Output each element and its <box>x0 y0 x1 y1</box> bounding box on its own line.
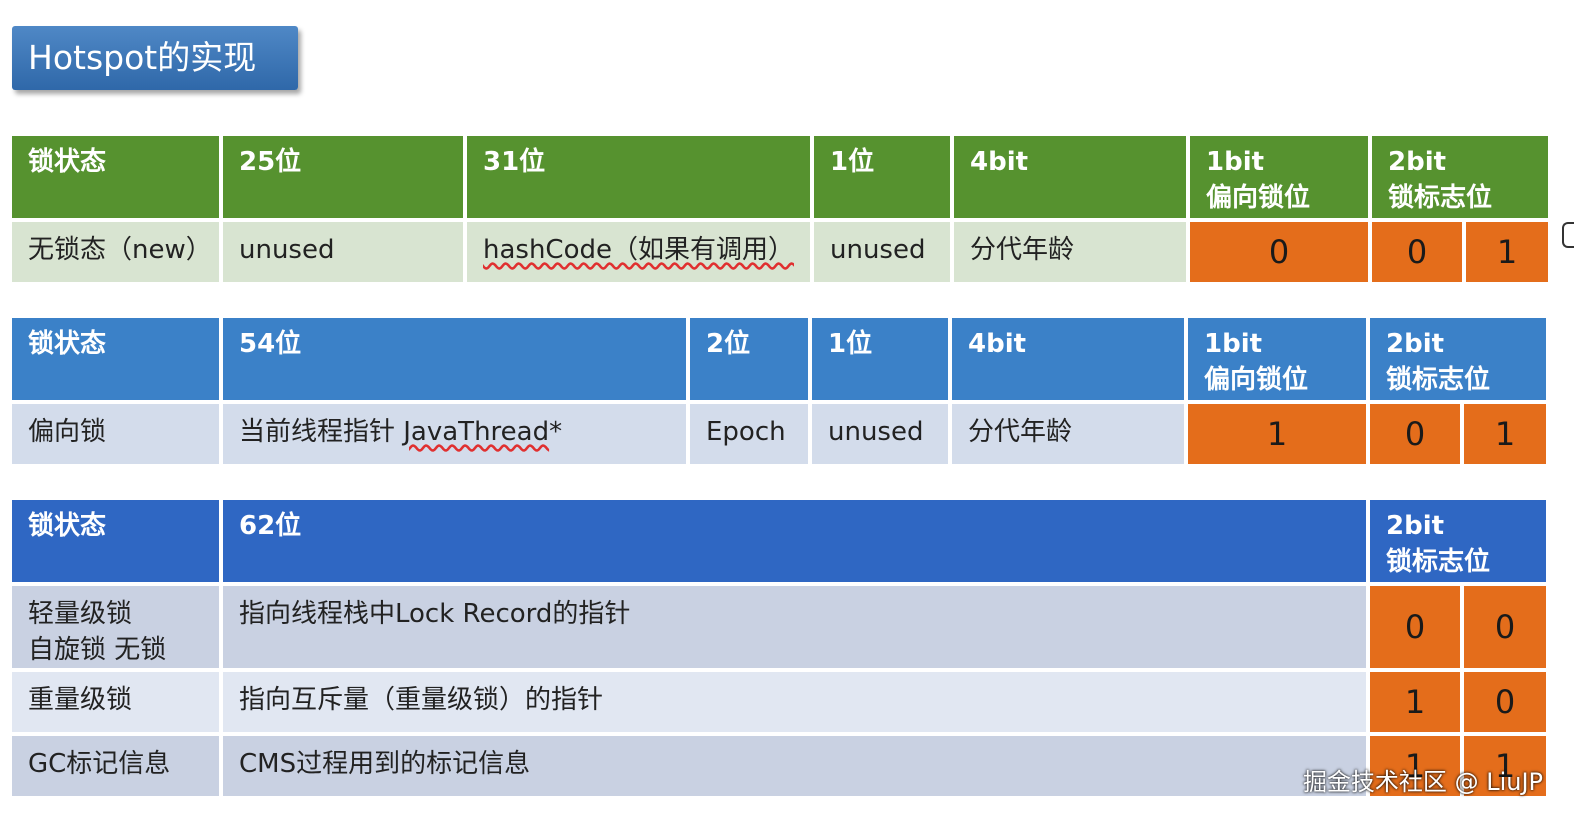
hashcode-text: hashCode（如果有调用） <box>483 235 794 265</box>
bit-flag-high: 0 <box>1370 404 1460 464</box>
cell-state-gc: GC标记信息 <box>12 736 219 796</box>
state-lightweight-line1: 轻量级锁 <box>28 599 133 629</box>
cell-unused-1: unused <box>814 222 950 282</box>
table-unlocked: 锁状态 25位 31位 1位 4bit 1bit 偏向锁位 2bit 锁标志位 … <box>12 136 1548 282</box>
header-lock-flag-size: 2bit <box>1386 329 1445 359</box>
bit-biased: 0 <box>1190 222 1368 282</box>
javathread-text: JavaThread <box>403 417 550 447</box>
header-4-bit: 4bit <box>954 136 1186 218</box>
cell-state-lightweight: 轻量级锁 自旋锁 无锁 <box>12 586 219 668</box>
bit-flag-high: 0 <box>1372 222 1462 282</box>
state-lightweight-line2: 自旋锁 无锁 <box>28 635 167 665</box>
header-biased-bit-label: 偏向锁位 <box>1206 183 1311 213</box>
bit-flag-high: 0 <box>1370 586 1460 668</box>
header-lock-flag-label: 锁标志位 <box>1386 547 1491 577</box>
bit-flag-high: 1 <box>1370 672 1460 732</box>
thread-pointer-prefix: 当前线程指针 <box>239 417 404 447</box>
header-1-bit: 1位 <box>814 136 950 218</box>
header-biased-bit-size: 1bit <box>1206 147 1265 177</box>
header-lock-flag-label: 锁标志位 <box>1386 365 1491 395</box>
bit-flag-low: 1 <box>1466 222 1548 282</box>
cell-gc-age: 分代年龄 <box>954 222 1186 282</box>
cell-unused-1: unused <box>812 404 948 464</box>
cell-desc-gc: CMS过程用到的标记信息 <box>223 736 1366 796</box>
cell-state-heavyweight: 重量级锁 <box>12 672 219 732</box>
watermark: 掘金技术社区 @ LiuJP <box>1302 768 1543 796</box>
header-lock-state: 锁状态 <box>12 318 219 400</box>
header-biased-bit: 1bit 偏向锁位 <box>1188 318 1366 400</box>
bit-flag-low: 0 <box>1464 586 1546 668</box>
header-62-bits: 62位 <box>223 500 1366 582</box>
header-31-bits: 31位 <box>467 136 810 218</box>
header-4-bit: 4bit <box>952 318 1184 400</box>
table-biased: 锁状态 54位 2位 1位 4bit 1bit 偏向锁位 2bit 锁标志位 偏… <box>12 318 1546 464</box>
header-biased-bit-size: 1bit <box>1204 329 1263 359</box>
cell-desc-heavyweight: 指向互斥量（重量级锁）的指针 <box>223 672 1366 732</box>
cell-state-biased: 偏向锁 <box>12 404 219 464</box>
table-lock-states: 锁状态 62位 2bit 锁标志位 轻量级锁 自旋锁 无锁 指向线程栈中Lock… <box>12 500 1546 796</box>
bit-biased: 1 <box>1188 404 1366 464</box>
bit-flag-low: 0 <box>1464 672 1546 732</box>
cell-desc-lightweight: 指向线程栈中Lock Record的指针 <box>223 586 1366 668</box>
header-lock-flag: 2bit 锁标志位 <box>1370 500 1546 582</box>
header-lock-flag-label: 锁标志位 <box>1388 183 1493 213</box>
pointer-star: * <box>549 417 563 447</box>
header-lock-flag-size: 2bit <box>1386 511 1445 541</box>
header-lock-flag-size: 2bit <box>1388 147 1447 177</box>
cell-thread-pointer: 当前线程指针 JavaThread* <box>223 404 686 464</box>
header-1-bit: 1位 <box>812 318 948 400</box>
bit-flag-high: 1 <box>1370 736 1460 796</box>
header-lock-state: 锁状态 <box>12 500 219 582</box>
header-lock-flag: 2bit 锁标志位 <box>1370 318 1546 400</box>
header-54-bits: 54位 <box>223 318 686 400</box>
cell-unused-25: unused <box>223 222 463 282</box>
slide-title: Hotspot的实现 <box>12 26 298 90</box>
header-biased-bit-label: 偏向锁位 <box>1204 365 1309 395</box>
cell-state-unlocked: 无锁态（new） <box>12 222 219 282</box>
bracket-icon <box>1562 222 1574 248</box>
header-biased-bit: 1bit 偏向锁位 <box>1190 136 1368 218</box>
cell-hashcode: hashCode（如果有调用） <box>467 222 810 282</box>
header-lock-state: 锁状态 <box>12 136 219 218</box>
cell-epoch: Epoch <box>690 404 808 464</box>
header-2-bits: 2位 <box>690 318 808 400</box>
header-25-bits: 25位 <box>223 136 463 218</box>
bit-flag-low: 1 <box>1464 736 1546 796</box>
header-lock-flag: 2bit 锁标志位 <box>1372 136 1548 218</box>
bit-flag-low: 1 <box>1464 404 1546 464</box>
cell-gc-age: 分代年龄 <box>952 404 1184 464</box>
